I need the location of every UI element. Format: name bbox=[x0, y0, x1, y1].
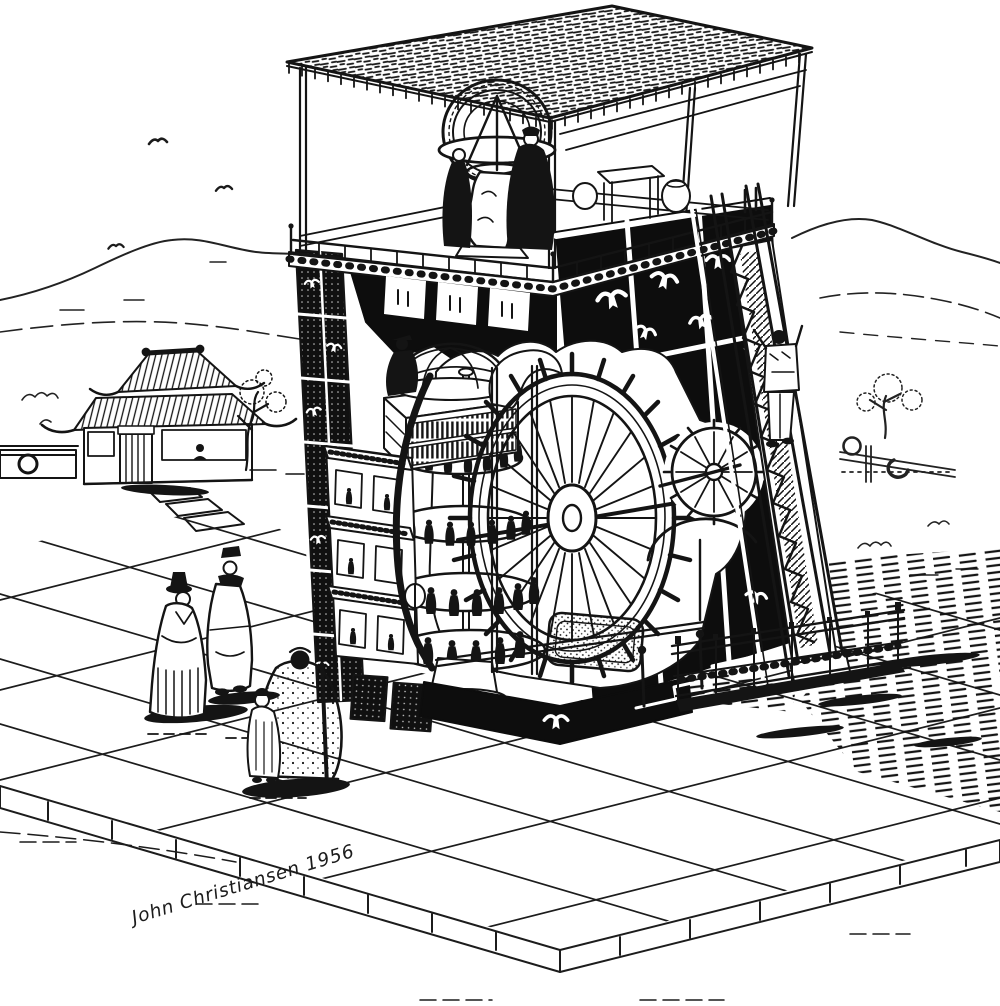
observation-table bbox=[597, 165, 665, 223]
bushes-left bbox=[21, 391, 59, 425]
pavilion bbox=[0, 344, 305, 532]
garden-wall-right bbox=[839, 436, 956, 483]
stair-stringer-inner bbox=[709, 192, 802, 678]
mountains-right bbox=[791, 217, 1000, 347]
plinth-band bbox=[419, 677, 693, 745]
tree-by-pavilion bbox=[236, 369, 287, 472]
balustrade-fence bbox=[670, 602, 906, 712]
pagoda-facade bbox=[323, 372, 436, 672]
staff bbox=[320, 662, 329, 788]
pavilion-upper-roof bbox=[117, 349, 237, 393]
globe-attendant bbox=[386, 335, 419, 396]
tree-right bbox=[856, 373, 923, 440]
terrace-front-edge bbox=[0, 785, 1000, 973]
official-hat bbox=[170, 572, 188, 588]
official-hat bbox=[221, 546, 241, 558]
foreground-figures bbox=[144, 546, 350, 799]
fence-shadow bbox=[676, 662, 905, 712]
eave-fringe-left bbox=[288, 63, 537, 128]
pavilion-window-left bbox=[87, 431, 115, 457]
wheel-spokes bbox=[487, 395, 657, 641]
base-panel bbox=[349, 673, 389, 723]
official-tall bbox=[206, 546, 254, 696]
water-reservoir bbox=[545, 611, 645, 673]
ground-sketch-lines bbox=[0, 831, 911, 1001]
armillary-sphere bbox=[437, 78, 557, 259]
upper-story-panels bbox=[384, 276, 530, 331]
child bbox=[246, 688, 282, 783]
water-jar bbox=[661, 179, 691, 213]
eave-curls bbox=[40, 417, 298, 434]
water-jar bbox=[572, 182, 598, 210]
mountains-left bbox=[0, 238, 319, 341]
pavilion-door bbox=[119, 433, 153, 484]
clock-tower bbox=[285, 4, 906, 745]
attendant-left bbox=[442, 148, 472, 248]
striped-skirt bbox=[157, 667, 199, 717]
great-waterwheel bbox=[404, 351, 708, 685]
pavilion-wall-left bbox=[0, 445, 79, 479]
official-left bbox=[148, 572, 208, 719]
pavilion-window-right bbox=[161, 429, 247, 461]
sky-birds bbox=[107, 137, 234, 250]
round-window bbox=[17, 453, 39, 475]
climbing-figure bbox=[752, 324, 804, 448]
observer-right bbox=[506, 126, 555, 250]
platform-observers bbox=[442, 126, 691, 250]
pavilion-shadow bbox=[121, 484, 209, 496]
base-steps bbox=[634, 655, 754, 710]
tower-base bbox=[349, 611, 754, 745]
figure-in-window bbox=[193, 444, 207, 460]
